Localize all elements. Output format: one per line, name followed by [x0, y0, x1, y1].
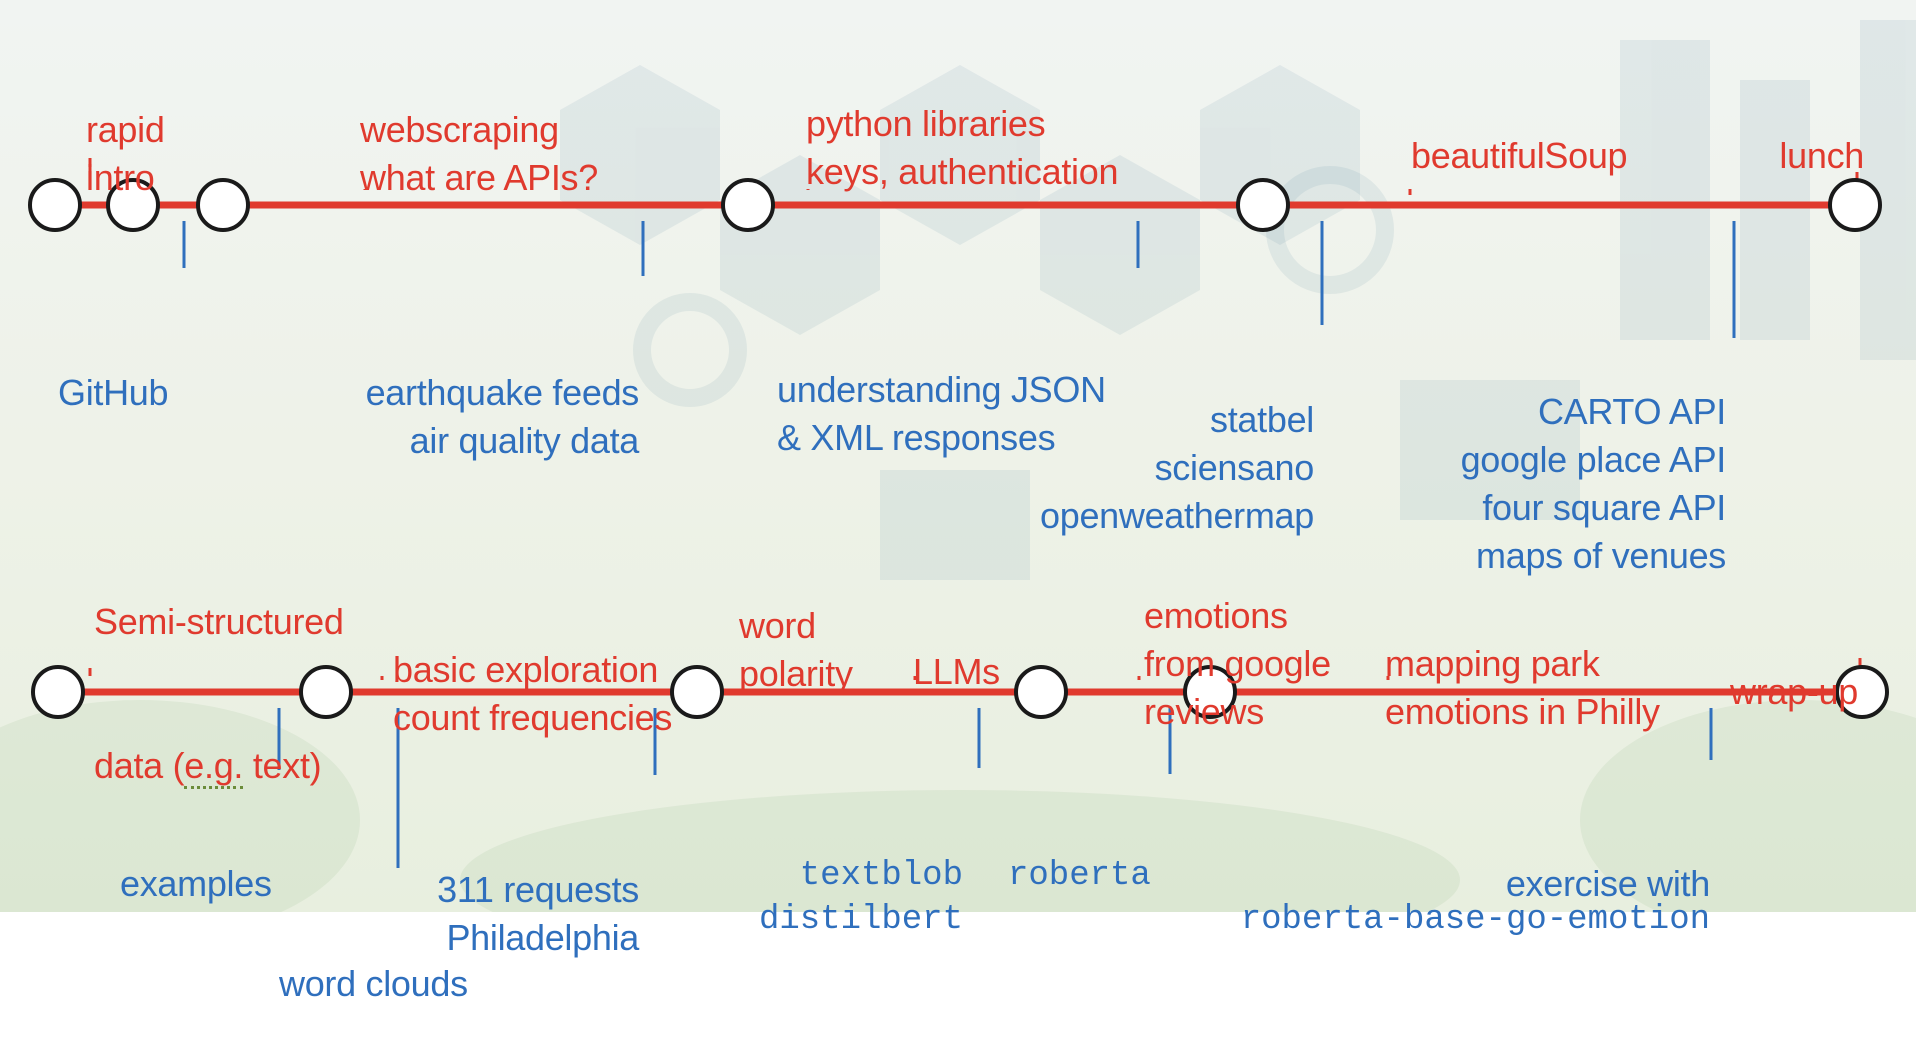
- label-understanding-json: understanding JSON& XML responses: [777, 369, 1106, 458]
- timeline-node-2-2: [299, 665, 353, 719]
- label-wrap-up: wrap-up: [1730, 671, 1858, 712]
- timeline-node-1-4: [721, 178, 775, 232]
- timeline-diagram: [28, 158, 1889, 868]
- timeline-node-1-2: [106, 178, 160, 232]
- label-llms: LLMs: [913, 651, 1000, 692]
- timeline-node-2-6: [1835, 665, 1889, 719]
- timeline-node-1-1: [28, 178, 82, 232]
- timeline-node-2-1: [31, 665, 85, 719]
- timeline-node-1-3: [196, 178, 250, 232]
- label-lunch: lunch: [1779, 135, 1864, 176]
- label-github: GitHub: [58, 372, 169, 413]
- timeline-node-1-6: [1828, 178, 1882, 232]
- timeline-node-2-3: [670, 665, 724, 719]
- label-beautifulsoup: beautifulSoup: [1411, 135, 1628, 176]
- label-roberta-base-go-emotion: roberta-base-go-emotion: [1240, 901, 1710, 939]
- label-roberta: roberta: [1008, 857, 1151, 895]
- eg-abbreviation: e.g.: [184, 745, 243, 789]
- label-examples: examples: [120, 863, 272, 904]
- label-semi-structured: Semi-structured data (e.g. text): [94, 502, 344, 838]
- label-exercise-with: exercise with: [1505, 863, 1710, 904]
- timeline-node-2-5: [1183, 665, 1237, 719]
- background-illustration: [0, 0, 1916, 912]
- timeline-node-1-5: [1236, 178, 1290, 232]
- timeline-node-2-4: [1014, 665, 1068, 719]
